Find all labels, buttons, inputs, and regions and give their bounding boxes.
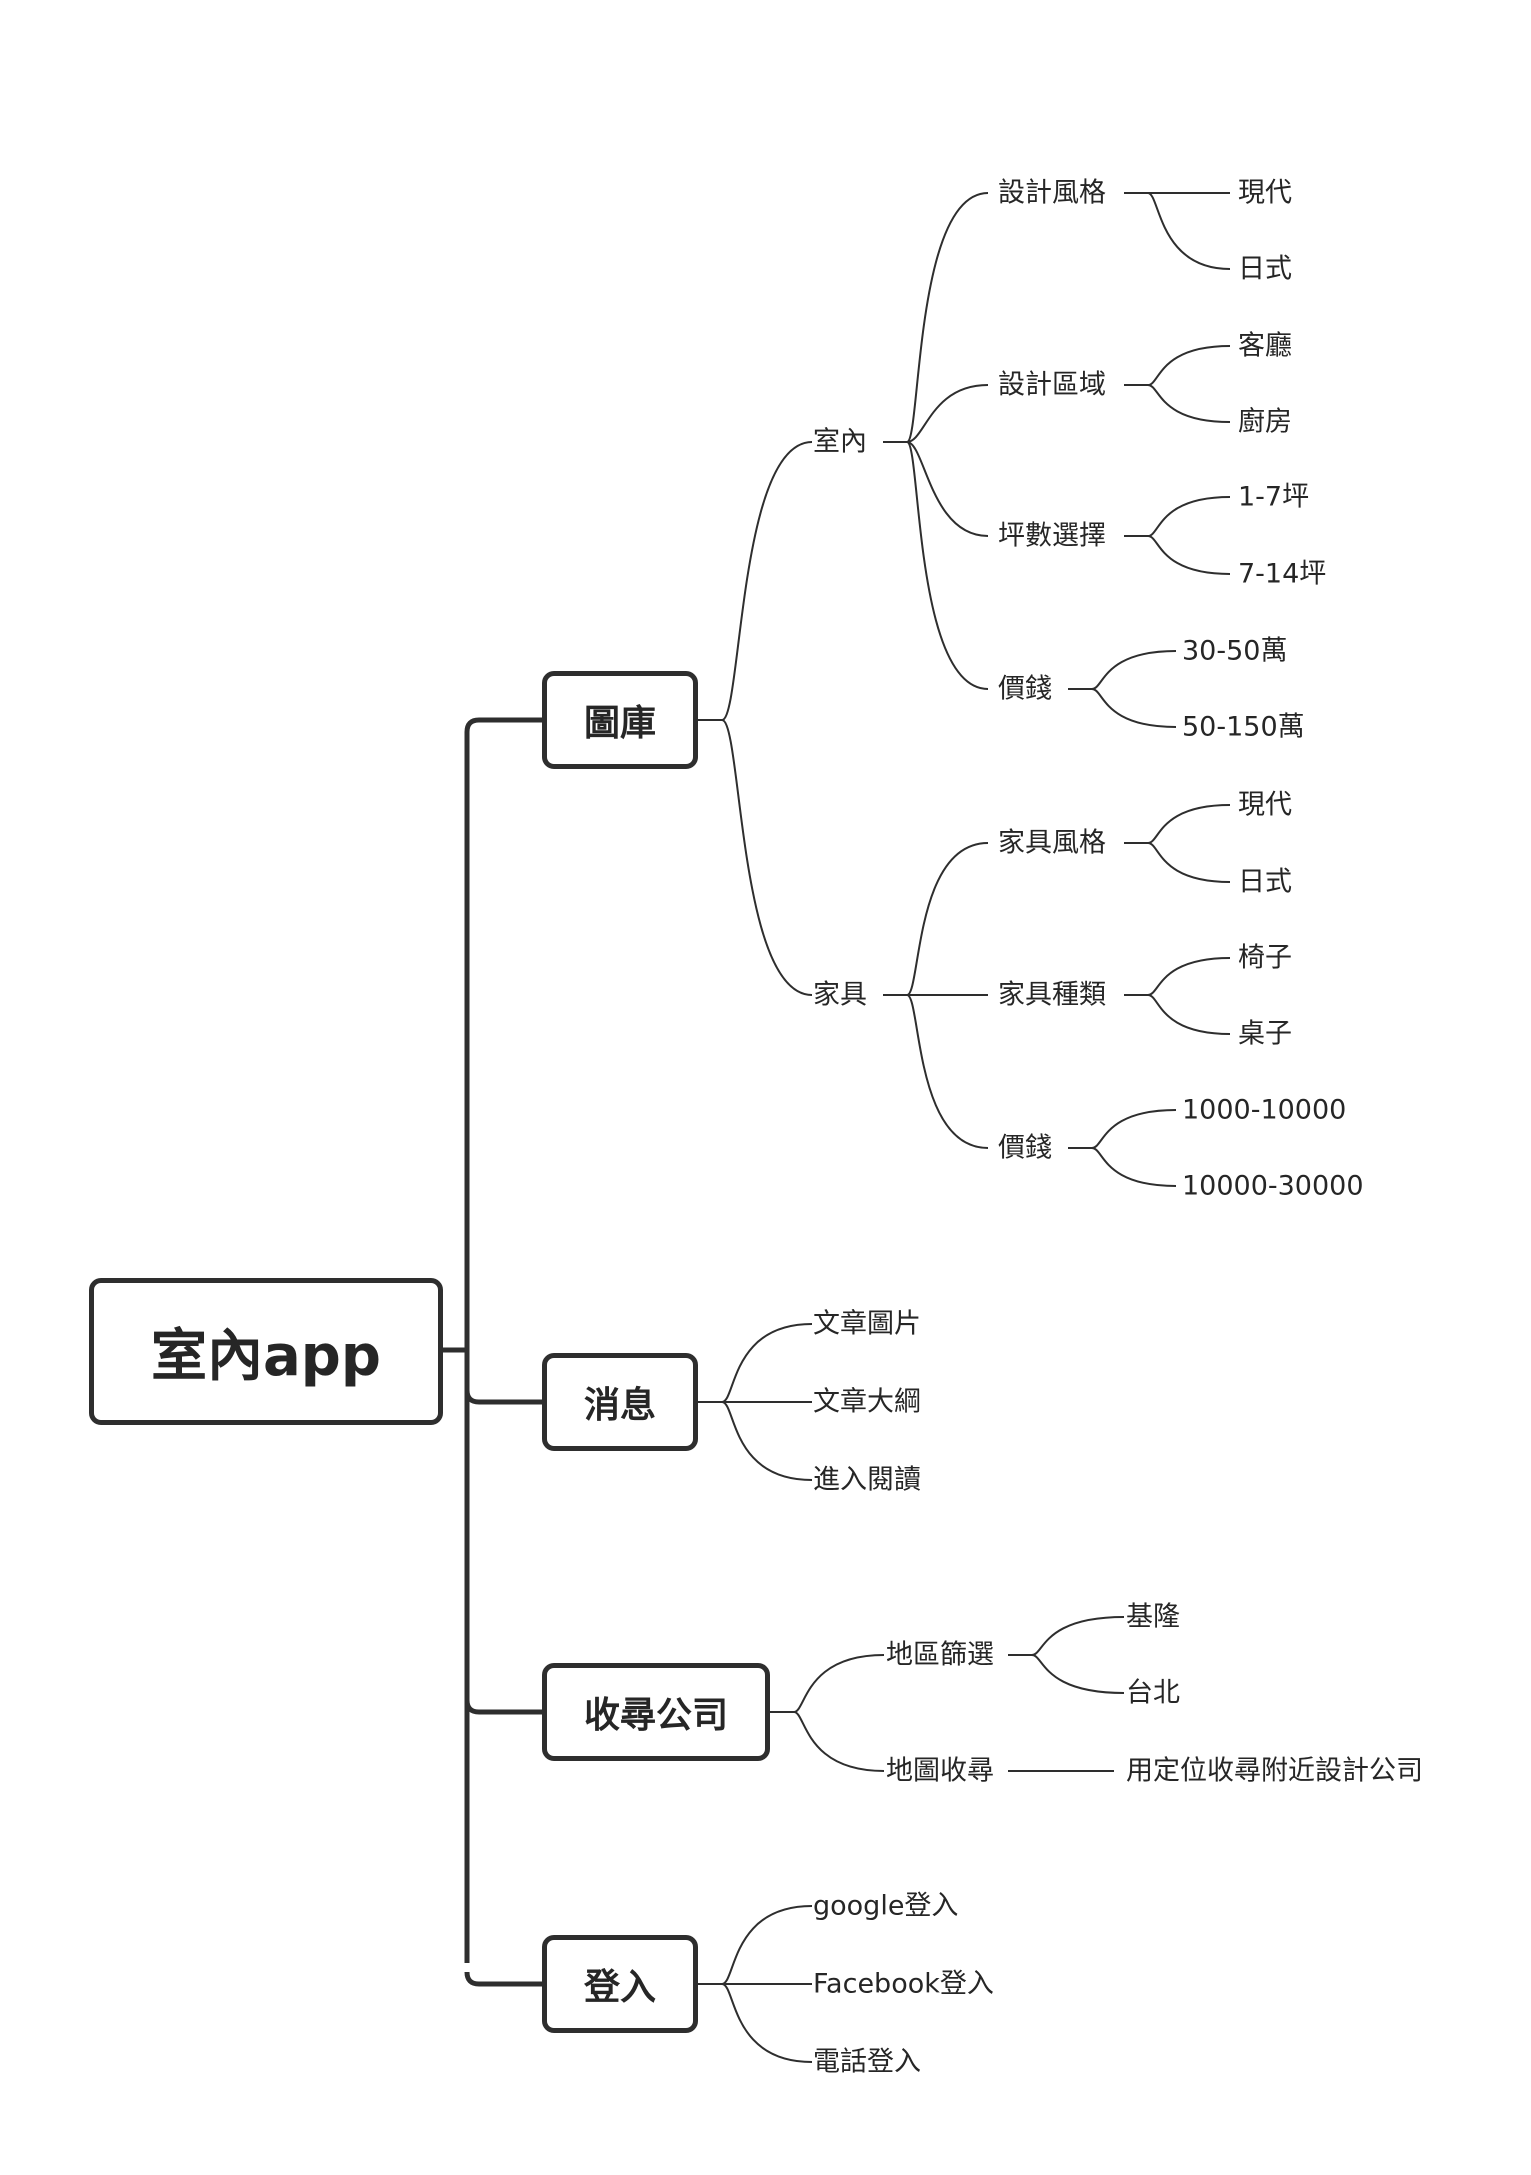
- connector-furniture-style: [1124, 804, 1231, 883]
- connector-interior-size: [1124, 496, 1231, 575]
- node-furniture[interactable]: 家具: [813, 979, 867, 1011]
- connector-interior-style: [1124, 192, 1231, 270]
- node-furniture-type[interactable]: 家具種類: [998, 979, 1106, 1011]
- leaf-interior-size-0[interactable]: 1-7坪: [1238, 481, 1310, 513]
- node-furniture-price[interactable]: 價錢: [998, 1132, 1052, 1164]
- leaf-interior-style-1[interactable]: 日式: [1238, 253, 1292, 285]
- leaf-interior-price-0[interactable]: 30-50萬: [1182, 635, 1288, 667]
- connector-login: [698, 1905, 813, 2063]
- connector-furniture-type: [1124, 957, 1231, 1035]
- leaf-interior-style-0[interactable]: 現代: [1238, 177, 1292, 209]
- node-interior-price[interactable]: 價錢: [998, 673, 1052, 705]
- node-login[interactable]: 登入: [542, 1935, 698, 2033]
- node-company-region[interactable]: 地區篩選: [886, 1639, 994, 1671]
- node-gallery[interactable]: 圖庫: [542, 671, 698, 769]
- leaf-company-region-0[interactable]: 基隆: [1126, 1601, 1180, 1633]
- connector-interior: [883, 192, 989, 690]
- leaf-news-2[interactable]: 進入閱讀: [813, 1464, 921, 1496]
- leaf-login-1[interactable]: Facebook登入: [813, 1968, 994, 2000]
- root-node[interactable]: 室內app: [89, 1278, 443, 1425]
- connector-root-trunk: [443, 717, 542, 1987]
- connector-news: [698, 1323, 813, 1481]
- connector-gallery: [698, 441, 813, 996]
- node-interior-size[interactable]: 坪數選擇: [998, 520, 1106, 552]
- leaf-furniture-type-1[interactable]: 桌子: [1238, 1018, 1292, 1050]
- connector-company: [770, 1654, 885, 1772]
- leaf-login-2[interactable]: 電話登入: [813, 2046, 921, 2078]
- connector-furniture: [883, 842, 989, 1149]
- leaf-login-0[interactable]: google登入: [813, 1890, 959, 1922]
- leaf-interior-area-0[interactable]: 客廳: [1238, 330, 1292, 362]
- leaf-interior-area-1[interactable]: 廚房: [1238, 406, 1292, 438]
- leaf-furniture-type-0[interactable]: 椅子: [1238, 942, 1292, 974]
- node-company-map[interactable]: 地圖收尋: [886, 1755, 994, 1787]
- leaf-furniture-price-1[interactable]: 10000-30000: [1182, 1170, 1364, 1202]
- node-interior[interactable]: 室內: [813, 426, 867, 458]
- leaf-company-map-0[interactable]: 用定位收尋附近設計公司: [1126, 1755, 1423, 1787]
- leaf-furniture-style-0[interactable]: 現代: [1238, 789, 1292, 821]
- connector-interior-price: [1068, 650, 1177, 728]
- node-interior-area[interactable]: 設計區域: [998, 369, 1106, 401]
- connector-interior-area: [1124, 345, 1231, 423]
- connector-furniture-price: [1068, 1109, 1177, 1187]
- leaf-interior-price-1[interactable]: 50-150萬: [1182, 711, 1305, 743]
- node-furniture-style[interactable]: 家具風格: [998, 827, 1106, 859]
- connector-company-region: [1008, 1616, 1125, 1694]
- leaf-interior-size-1[interactable]: 7-14坪: [1238, 558, 1327, 590]
- leaf-news-1[interactable]: 文章大綱: [813, 1386, 921, 1418]
- leaf-company-region-1[interactable]: 台北: [1126, 1677, 1180, 1709]
- node-company[interactable]: 收尋公司: [542, 1663, 770, 1761]
- leaf-furniture-price-0[interactable]: 1000-10000: [1182, 1094, 1347, 1126]
- leaf-news-0[interactable]: 文章圖片: [813, 1308, 921, 1340]
- node-interior-style[interactable]: 設計風格: [998, 177, 1106, 209]
- leaf-furniture-style-1[interactable]: 日式: [1238, 866, 1292, 898]
- node-news[interactable]: 消息: [542, 1353, 698, 1451]
